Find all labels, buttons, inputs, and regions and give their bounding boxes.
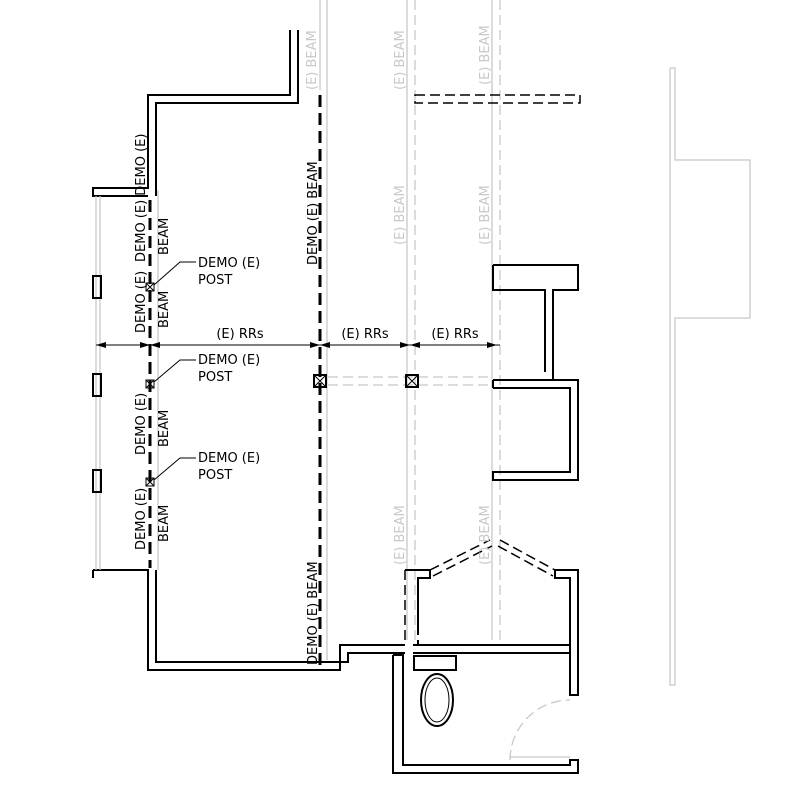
beam-label: DEMO (E): [134, 271, 149, 333]
existing-beam-label: (E) BEAM: [478, 185, 493, 245]
existing-beam-label: (E) BEAM: [478, 505, 493, 565]
beam-label: DEMO (E): [134, 488, 149, 550]
beam-label: DEMO (E) BEAM: [306, 561, 321, 665]
beam-label: BEAM: [157, 505, 172, 542]
post-label: POST: [198, 370, 232, 385]
post-icon: [145, 379, 155, 389]
post-icon: [405, 374, 419, 388]
post-icon: [145, 282, 155, 292]
dimension-line: (E) RRs (E) RRs (E) RRs: [96, 327, 500, 348]
existing-beam-label: (E) BEAM: [393, 30, 408, 90]
walls: [92, 30, 579, 774]
existing-beam-lines: [157, 0, 501, 660]
beam-label: BEAM: [157, 410, 172, 447]
post-label: POST: [198, 273, 232, 288]
beam-label: DEMO (E) BEAM: [306, 161, 321, 265]
existing-beam-label: (E) BEAM: [305, 30, 320, 90]
dimension-label: (E) RRs: [341, 327, 389, 342]
existing-beam-label: (E) BEAM: [478, 25, 493, 85]
dimension-label: (E) RRs: [431, 327, 479, 342]
post-label: DEMO (E): [198, 353, 260, 368]
existing-beam-label: (E) BEAM: [393, 185, 408, 245]
beam-label: BEAM: [157, 218, 172, 255]
adjacent-outline: [669, 67, 751, 686]
post-label: POST: [198, 468, 232, 483]
post-icon: [145, 477, 155, 487]
post-label: DEMO (E): [198, 451, 260, 466]
beam-label: DEMO (E): [134, 393, 149, 455]
existing-beam-label: (E) BEAM: [393, 505, 408, 565]
beam-label: DEMO (E) DEMO (E): [134, 134, 149, 262]
dimension-label: (E) RRs: [216, 327, 264, 342]
posts: [145, 261, 419, 487]
post-icon: [313, 374, 327, 388]
post-label: DEMO (E): [198, 256, 260, 271]
beam-label: BEAM: [157, 291, 172, 328]
